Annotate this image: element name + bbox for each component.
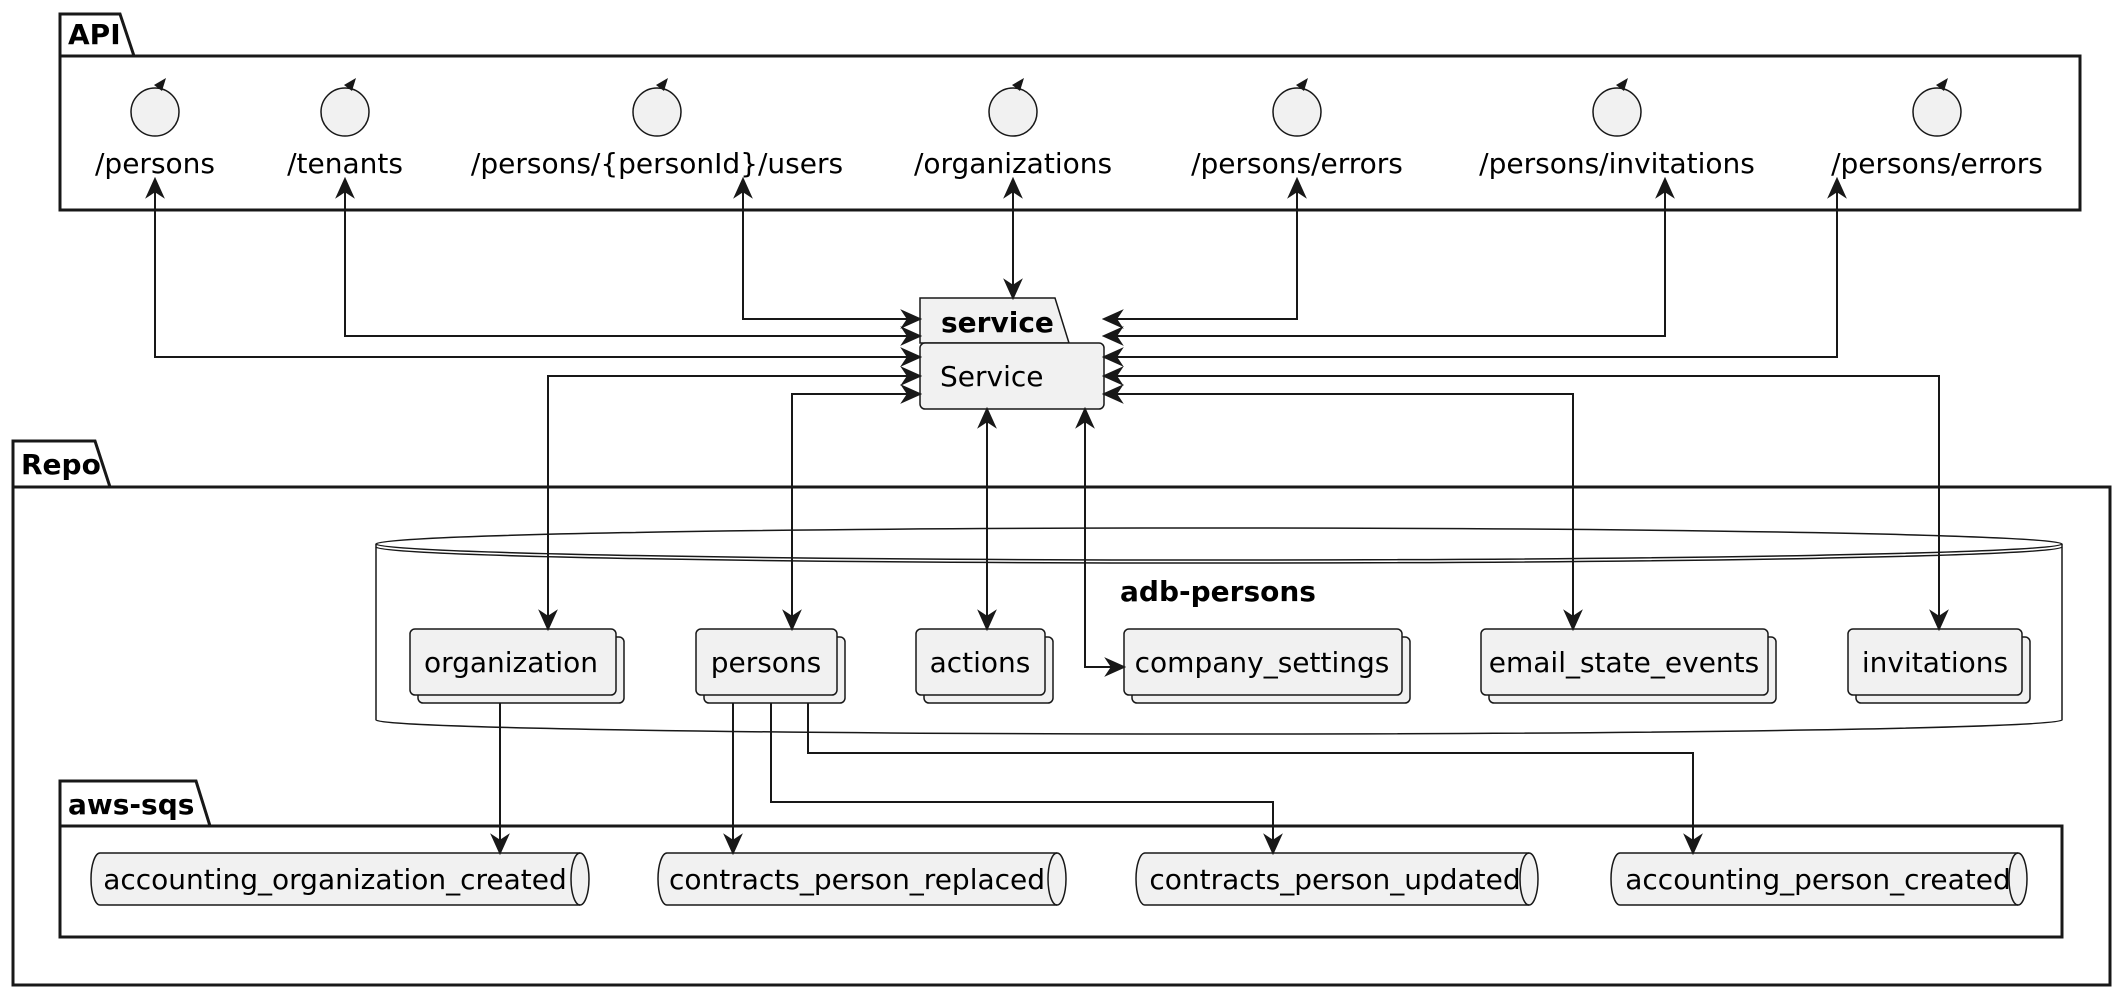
queue-contracts-person-replaced[interactable]: contracts_person_replaced — [657, 852, 1067, 906]
endpoint-person-users[interactable]: /persons/{personId}/users — [471, 78, 843, 180]
database-label: adb-persons — [1120, 575, 1316, 608]
service-label: Service — [940, 360, 1043, 393]
edge-service-persons — [782, 384, 923, 632]
package-repo-label: Repo — [21, 448, 101, 481]
edge-service-invitations — [1101, 366, 1949, 632]
control-icon-arrow — [1936, 78, 1948, 91]
collection-label: organization — [424, 646, 598, 679]
collection-label: actions — [930, 646, 1031, 679]
control-icon — [320, 87, 370, 137]
control-icon — [1912, 87, 1962, 137]
package-api: API /persons /tenants /persons/{personId… — [58, 12, 2082, 212]
control-icon-arrow — [656, 78, 668, 91]
edge-persons-service — [145, 176, 923, 367]
control-icon — [130, 87, 180, 137]
control-icon-arrow — [1012, 78, 1024, 91]
collection-label: company_settings — [1135, 646, 1390, 679]
endpoint-persons-errors-2[interactable]: /persons/errors — [1831, 78, 2043, 180]
queue-accounting-organization-created[interactable]: accounting_organization_created — [90, 852, 590, 906]
database-top — [375, 527, 2063, 561]
collection-email-state-events[interactable]: email_state_events — [1480, 628, 1777, 704]
queue-accounting-person-created[interactable]: accounting_person_created — [1610, 852, 2028, 906]
edge-person-users-service — [733, 176, 923, 329]
package-service-label: service — [941, 306, 1054, 339]
endpoint-label: /persons/errors — [1191, 147, 1403, 180]
collection-persons[interactable]: persons — [695, 628, 846, 704]
service-component[interactable]: Service — [919, 342, 1105, 410]
endpoint-label: /organizations — [914, 147, 1112, 180]
control-icon — [988, 87, 1038, 137]
queue-contracts-person-updated[interactable]: contracts_person_updated — [1135, 852, 1539, 906]
endpoint-organizations[interactable]: /organizations — [914, 78, 1112, 180]
endpoint-label: /persons/{personId}/users — [471, 147, 843, 180]
control-icon-arrow — [154, 78, 166, 91]
edge-persons-updated-queue — [770, 703, 1283, 856]
control-icon — [1592, 87, 1642, 137]
endpoint-label: /tenants — [287, 147, 403, 180]
endpoint-label: /persons/invitations — [1479, 147, 1755, 180]
control-icon — [632, 87, 682, 137]
edge-service-company-settings — [1075, 406, 1127, 677]
collection-invitations[interactable]: invitations — [1847, 628, 2031, 704]
control-icon-arrow — [1616, 78, 1628, 91]
collection-label: email_state_events — [1489, 646, 1759, 679]
endpoint-label: /persons/errors — [1831, 147, 2043, 180]
edge-persons-errors-2-service — [1101, 176, 1847, 367]
queue-label: contracts_person_updated — [1149, 863, 1520, 896]
endpoint-persons-invitations[interactable]: /persons/invitations — [1479, 78, 1755, 180]
package-aws-sqs: aws-sqs accounting_organization_created … — [58, 779, 2064, 939]
control-icon-arrow — [1296, 78, 1308, 91]
package-service: service Service — [919, 297, 1105, 410]
queue-label: accounting_organization_created — [103, 863, 567, 896]
endpoint-persons-errors[interactable]: /persons/errors — [1191, 78, 1403, 180]
edge-tenants-service — [335, 176, 923, 346]
collection-label: persons — [711, 646, 822, 679]
endpoint-tenants[interactable]: /tenants — [287, 78, 403, 180]
edge-persons-created-queue — [807, 703, 1703, 856]
queue-label: accounting_person_created — [1625, 863, 2010, 896]
connections — [145, 176, 1949, 856]
control-icon — [1272, 87, 1322, 137]
collection-organization[interactable]: organization — [409, 628, 625, 704]
edge-service-organization — [538, 366, 923, 632]
control-icon-arrow — [344, 78, 356, 91]
queue-label: contracts_person_replaced — [669, 863, 1045, 896]
package-aws-sqs-label: aws-sqs — [68, 788, 194, 821]
endpoint-persons[interactable]: /persons — [95, 78, 215, 180]
package-api-label: API — [68, 18, 121, 51]
collection-company-settings[interactable]: company_settings — [1123, 628, 1411, 704]
package-repo: Repo adb-persons organization persons ac… — [11, 439, 2112, 987]
collection-actions[interactable]: actions — [915, 628, 1054, 704]
collection-label: invitations — [1862, 646, 2008, 679]
endpoint-label: /persons — [95, 147, 215, 180]
